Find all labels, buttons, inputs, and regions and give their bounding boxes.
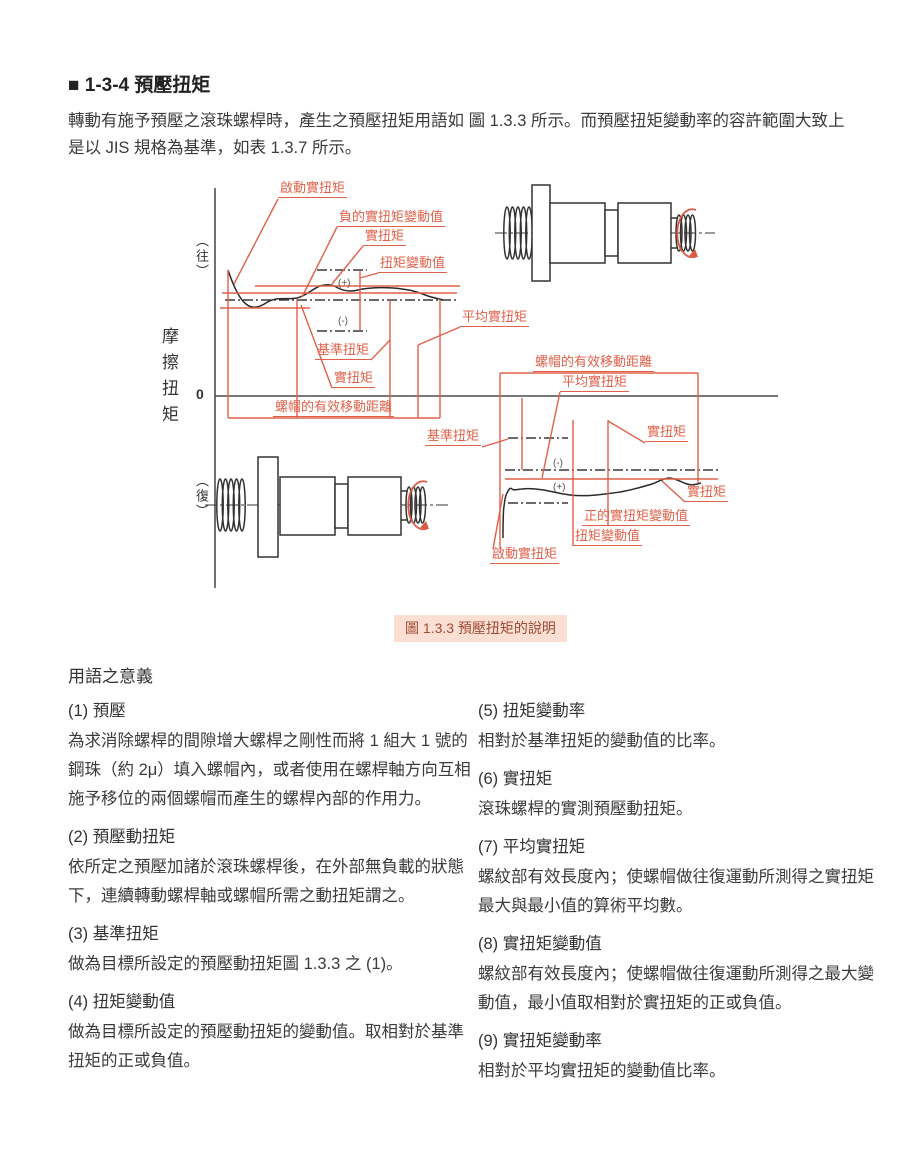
figure-caption: 圖 1.3.3 預壓扭矩的說明 xyxy=(394,615,567,642)
label-reference-torque-fwd: 基準扭矩 xyxy=(315,342,372,360)
forward-torque-curve xyxy=(227,269,444,308)
figure-1-3-3: 摩擦扭矩 （往） （復） 0 啟動實扭矩 負的實扭矩變動值 實扭矩 扭矩變動值 … xyxy=(150,172,892,618)
term-title: (4) 扭矩變動值 xyxy=(68,993,176,1011)
term-body: 滾珠螺桿的實測預壓動扭矩。 xyxy=(478,800,693,818)
y-axis-label: 摩擦扭矩 xyxy=(159,327,178,431)
label-reference-torque-ret: 基準扭矩 xyxy=(425,428,482,446)
term-title: (2) 預壓動扭矩 xyxy=(68,828,176,846)
label-actual-torque-3: 實扭矩 xyxy=(645,424,689,442)
term-title: (6) 實扭矩 xyxy=(478,770,553,788)
label-torque-variation-ret: 扭矩變動值 xyxy=(573,528,643,546)
term-title: (1) 預壓 xyxy=(68,702,126,720)
return-direction-label: （復） xyxy=(194,474,209,519)
rotation-arrow-icon xyxy=(689,249,698,257)
term-title: (5) 扭矩變動率 xyxy=(478,702,586,720)
plus-mark-fwd: (+) xyxy=(338,278,351,289)
label-positive-variation: 正的實扭矩變動值 xyxy=(582,508,691,526)
term-body: 螺紋部有效長度內；使螺帽做往復運動所測得之實扭矩最大與最小值的算術平均數。 xyxy=(478,868,874,915)
term-title: (9) 實扭矩變動率 xyxy=(478,1032,602,1050)
ballscrew-bottom-left xyxy=(205,456,448,558)
ballscrew-top-right xyxy=(495,184,715,282)
label-actual-torque-2: 實扭矩 xyxy=(332,370,376,388)
forward-direction-label: （往） xyxy=(194,234,209,279)
rotation-arrow-icon xyxy=(420,521,429,529)
axis-lines xyxy=(214,188,778,588)
label-torque-variation-fwd: 扭矩變動值 xyxy=(378,255,448,273)
section-title: ■ 1-3-4 預壓扭矩 xyxy=(68,75,211,96)
label-nut-travel-fwd: 螺帽的有效移動距離 xyxy=(273,399,395,417)
label-average-torque-ret: 平均實扭矩 xyxy=(560,374,630,392)
label-average-torque-fwd: 平均實扭矩 xyxy=(460,309,530,327)
return-torque-curve xyxy=(502,477,702,539)
term-title: (7) 平均實扭矩 xyxy=(478,838,586,856)
label-actual-torque-1: 實扭矩 xyxy=(363,228,407,246)
intro-paragraph: 轉動有施予預壓之滾珠螺桿時，產生之預壓扭矩用語如 圖 1.3.3 所示。而預壓扭… xyxy=(68,112,845,157)
label-start-torque-return: 啟動實扭矩 xyxy=(490,546,560,564)
torque-diagram xyxy=(205,184,778,588)
label-start-torque-forward: 啟動實扭矩 xyxy=(278,180,348,198)
plus-mark-ret: (+) xyxy=(553,482,566,493)
label-nut-travel-ret: 螺帽的有效移動距離 xyxy=(533,354,655,372)
label-actual-torque-4: 實扭矩 xyxy=(685,484,729,502)
term-body: 為求消除螺桿的間隙增大螺桿之剛性而將 1 組大 1 號的鋼珠（約 2μ）填入螺帽… xyxy=(68,732,471,808)
term-body: 做為目標所設定的預壓動扭矩的變動值。取相對於基準扭矩的正或負值。 xyxy=(68,1023,464,1070)
return-annotation-lines xyxy=(481,372,718,550)
term-body: 螺紋部有效長度內；使螺帽做往復運動所測得之最大變動值，最小值取相對於實扭矩的正或… xyxy=(478,965,874,1012)
term-title: (8) 實扭矩變動值 xyxy=(478,935,602,953)
origin-label: 0 xyxy=(196,386,204,402)
terms-heading: 用語之意義 xyxy=(68,667,153,686)
terms-column-right: (5) 扭矩變動率 相對於基準扭矩的變動值的比率。 (6) 實扭矩 滾珠螺桿的實… xyxy=(478,688,886,1086)
term-body: 做為目標所設定的預壓動扭矩圖 1.3.3 之 (1)。 xyxy=(68,955,403,973)
term-title: (3) 基準扭矩 xyxy=(68,925,159,943)
reference-dashdot-lines xyxy=(225,269,718,504)
label-negative-variation: 負的實扭矩變動值 xyxy=(337,209,446,227)
term-body: 相對於基準扭矩的變動值的比率。 xyxy=(478,732,726,750)
term-body: 依所定之預壓加諸於滾珠螺桿後，在外部無負載的狀態下，連續轉動螺桿軸或螺帽所需之動… xyxy=(68,858,464,905)
forward-annotation-lines xyxy=(220,198,461,419)
minus-mark-fwd: (-) xyxy=(338,316,348,327)
term-body: 相對於平均實扭矩的變動值比率。 xyxy=(478,1062,726,1080)
terms-column-left: (1) 預壓 為求消除螺桿的間隙增大螺桿之剛性而將 1 組大 1 號的鋼珠（約 … xyxy=(68,688,476,1076)
minus-mark-ret: (-) xyxy=(553,458,563,469)
